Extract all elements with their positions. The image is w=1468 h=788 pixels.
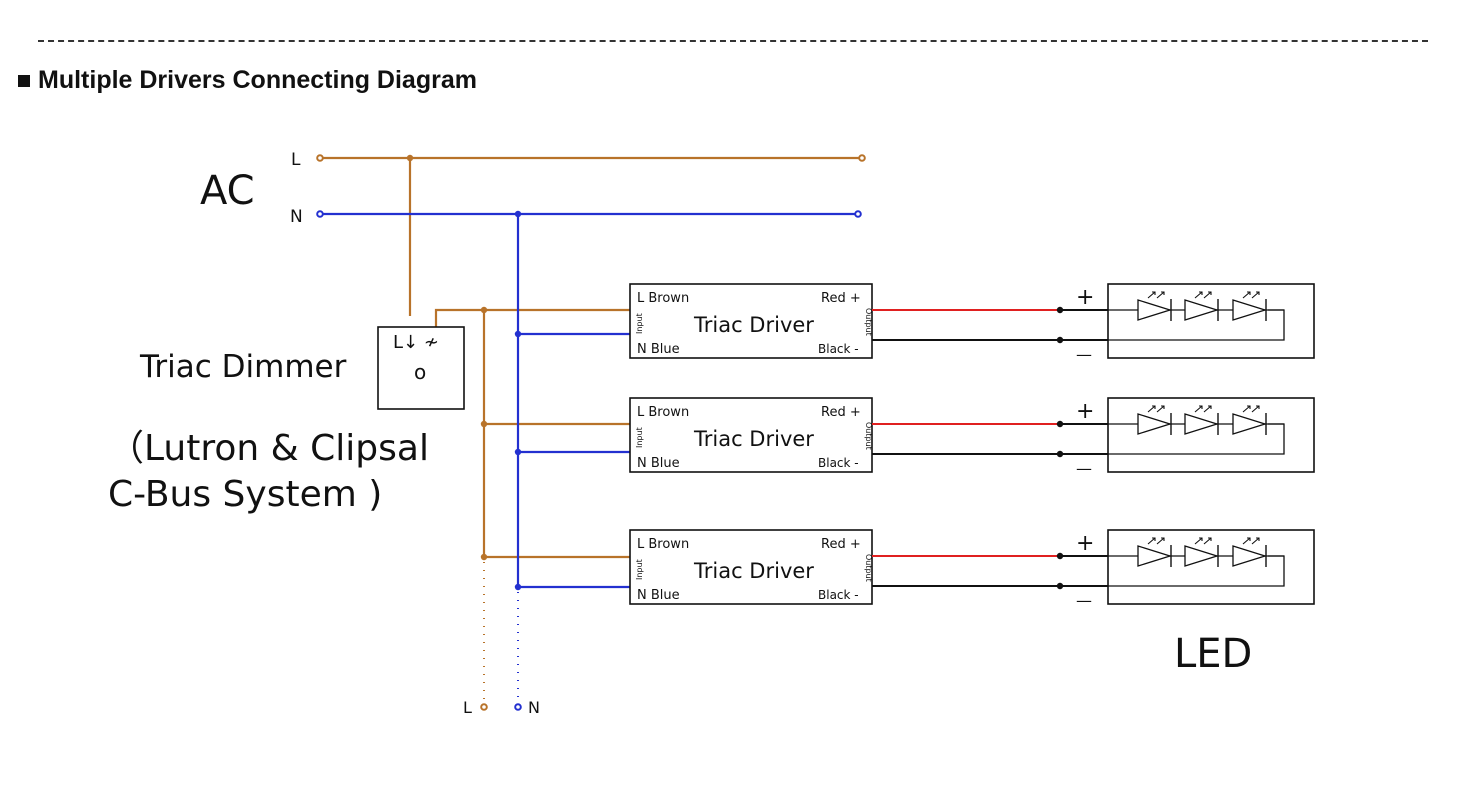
- continuation-live-label: L: [463, 698, 472, 717]
- driver-output-side-label: Output: [864, 308, 873, 336]
- led-plus-label: +: [1076, 399, 1094, 424]
- ac-live-label: L: [291, 150, 301, 170]
- driver-input-side-label: Input: [635, 427, 644, 448]
- led-diode-icon: [1137, 291, 1173, 321]
- led-diode-icon: [1137, 537, 1173, 567]
- light-emission-arrows-icon: [1242, 405, 1260, 413]
- driver-output-side-label: Output: [864, 554, 873, 582]
- triac-driver-box: [629, 529, 873, 605]
- driver-input-live-label: L Brown: [637, 537, 689, 552]
- diode-triangle: [1232, 545, 1268, 567]
- led-diode-icon: [1232, 291, 1268, 321]
- driver-output-negative-label: Black -: [818, 456, 859, 470]
- driver-output-positive-label: Red +: [821, 405, 861, 420]
- led-plus-label: +: [1076, 285, 1094, 310]
- driver-name: Triac Driver: [693, 427, 814, 451]
- dimmer-symbol: L↓ ≁: [393, 332, 439, 353]
- driver-output-positive-label: Red +: [821, 291, 861, 306]
- led-return-wire: [1108, 555, 1285, 587]
- live-junctions: [406, 154, 488, 561]
- driver-input-live-label: L Brown: [637, 291, 689, 306]
- led-minus-label: —: [1076, 345, 1092, 364]
- led-return-wire: [1108, 309, 1285, 341]
- led-minus-label: —: [1076, 459, 1092, 478]
- diode-triangle: [1184, 413, 1220, 435]
- diode-triangle: [1137, 545, 1173, 567]
- driver-name: Triac Driver: [693, 559, 814, 583]
- driver-row-2: L Brown N Blue Red + Black - Triac Driver Inp…: [629, 397, 1315, 478]
- driver-input-side-label: Input: [635, 313, 644, 334]
- led-label: LED: [1174, 631, 1252, 677]
- driver-output-positive-label: Red +: [821, 537, 861, 552]
- led-module: [1107, 529, 1315, 605]
- diode-triangle: [1184, 299, 1220, 321]
- driver-input-side-label: Input: [635, 559, 644, 580]
- led-diode-icon: [1232, 405, 1268, 435]
- live-terminals: [316, 154, 866, 711]
- led-module: [1107, 397, 1315, 473]
- triac-driver-box: [629, 397, 873, 473]
- led-return-wire: [1108, 423, 1285, 455]
- dimmer-note-line2: C-Bus System ): [108, 474, 382, 515]
- light-emission-arrows-icon: [1242, 537, 1260, 545]
- light-emission-arrows-icon: [1147, 537, 1165, 545]
- positive-junction: [1056, 306, 1064, 314]
- section-heading: Multiple Drivers Connecting Diagram: [18, 66, 477, 95]
- driver-output-negative-label: Black -: [818, 342, 859, 356]
- driver-output-negative-label: Black -: [818, 588, 859, 602]
- positive-junction: [1056, 420, 1064, 428]
- square-bullet-icon: [18, 74, 30, 87]
- driver-row-1: L Brown N Blue Red + Black - Triac Driver Inp…: [629, 283, 1315, 364]
- top-divider: [38, 40, 1428, 42]
- light-emission-arrows-icon: [1194, 291, 1212, 299]
- led-diode-icon: [1184, 537, 1220, 567]
- continuation-neutral-label: N: [528, 698, 540, 717]
- driver-name: Triac Driver: [693, 313, 814, 337]
- negative-junction: [1056, 582, 1064, 590]
- triac-driver-box: [629, 283, 873, 359]
- neutral-junctions: [514, 210, 522, 591]
- negative-junction: [1056, 450, 1064, 458]
- diode-triangle: [1137, 299, 1173, 321]
- driver-input-neutral-label: N Blue: [637, 342, 680, 357]
- light-emission-arrows-icon: [1194, 537, 1212, 545]
- dimmer-knob-icon: o: [414, 360, 426, 384]
- diode-triangle: [1137, 413, 1173, 435]
- diagram-title: Multiple Drivers Connecting Diagram: [38, 66, 477, 94]
- driver-output-side-label: Output: [864, 422, 873, 450]
- triac-dimmer: L↓ ≁ o: [377, 326, 465, 410]
- driver-input-neutral-label: N Blue: [637, 588, 680, 603]
- neutral-terminals: [316, 210, 862, 711]
- led-diode-icon: [1232, 537, 1268, 567]
- driver-row-3: L Brown N Blue Red + Black - Triac Driver Inp…: [629, 529, 1315, 610]
- ac-neutral-label: N: [290, 207, 303, 227]
- light-emission-arrows-icon: [1147, 291, 1165, 299]
- led-diode-icon: [1137, 405, 1173, 435]
- dimmer-note-line1: （Lutron & Clipsal: [108, 428, 429, 469]
- diode-triangle: [1184, 545, 1220, 567]
- driver-input-neutral-label: N Blue: [637, 456, 680, 471]
- diode-triangle: [1232, 413, 1268, 435]
- light-emission-arrows-icon: [1194, 405, 1212, 413]
- negative-junction: [1056, 336, 1064, 344]
- neutral-bus: [323, 212, 856, 700]
- light-emission-arrows-icon: [1147, 405, 1165, 413]
- led-module: [1107, 283, 1315, 359]
- diode-triangle: [1232, 299, 1268, 321]
- positive-junction: [1056, 552, 1064, 560]
- led-diode-icon: [1184, 405, 1220, 435]
- driver-input-live-label: L Brown: [637, 405, 689, 420]
- led-minus-label: —: [1076, 591, 1092, 610]
- ac-label: AC: [200, 168, 255, 214]
- light-emission-arrows-icon: [1242, 291, 1260, 299]
- led-diode-icon: [1184, 291, 1220, 321]
- led-plus-label: +: [1076, 531, 1094, 556]
- dimmer-label: Triac Dimmer: [139, 349, 347, 385]
